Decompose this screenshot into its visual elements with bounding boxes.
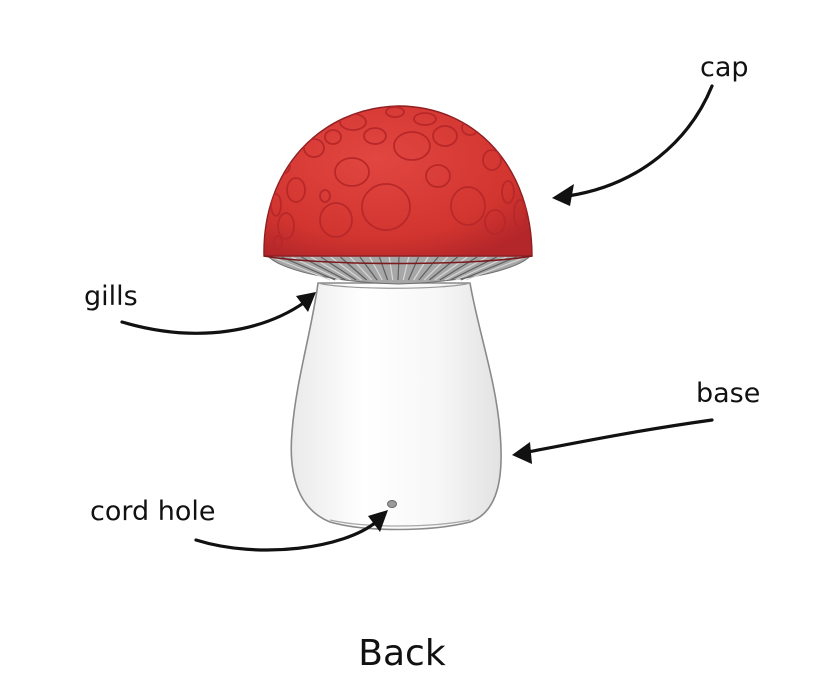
cap-spot (501, 180, 515, 204)
gill-line (339, 256, 368, 281)
cap-spot (273, 235, 283, 249)
cap-spots (270, 106, 527, 249)
gill-line (388, 256, 394, 281)
label-base: base (696, 378, 760, 409)
gill-line (397, 256, 400, 281)
base-bottom-rim (329, 519, 471, 527)
gill-line (330, 256, 362, 281)
mushroom-cap (263, 105, 533, 265)
gill-line (402, 256, 410, 281)
gill-line (281, 256, 336, 281)
gill-line (378, 256, 389, 281)
cap-spot (303, 138, 325, 158)
cap-spot (361, 183, 411, 231)
cap-spot (484, 209, 506, 235)
label-cord-hole: cord hole (90, 496, 215, 527)
gill-line (439, 256, 478, 281)
gill-line (418, 256, 439, 281)
cap-spot (334, 157, 370, 187)
cap-rim (263, 255, 533, 265)
base-top-rim (317, 282, 471, 289)
gill-line (429, 256, 458, 281)
cap-spot (432, 125, 458, 147)
cap-spot (450, 186, 486, 226)
cap-spot (277, 212, 295, 240)
gill-line (369, 256, 383, 281)
cap-spot (319, 189, 331, 203)
arrow-cord-hole (194, 510, 388, 552)
cap-spot (513, 199, 527, 229)
gill-line (271, 256, 331, 281)
cap-spot (319, 202, 353, 238)
gill-line (349, 256, 373, 281)
cap-spot (393, 131, 431, 161)
gill-line (423, 256, 449, 281)
view-title: Back (358, 633, 446, 674)
mushroom-base (290, 282, 502, 531)
gill-line (407, 256, 420, 281)
gill-line (460, 256, 517, 281)
base-body (290, 282, 502, 531)
arrow-base (512, 418, 714, 464)
gill-line (434, 256, 468, 281)
cap-spot (270, 193, 282, 217)
gill-line (320, 256, 357, 281)
cap-spot (324, 129, 342, 145)
cap-spot (413, 112, 437, 126)
cap-spot (363, 127, 387, 145)
arrow-gills (120, 292, 316, 335)
cap-spot (425, 164, 451, 188)
gill-line (359, 256, 378, 281)
gill-line (413, 256, 429, 281)
gill-line (465, 256, 527, 281)
cap-spot (286, 177, 306, 203)
label-gills: gills (84, 281, 138, 312)
arrow-cap (552, 84, 714, 206)
label-cap: cap (700, 52, 749, 83)
cord-hole (387, 500, 397, 508)
cap-spot (482, 149, 502, 171)
cap-spot (385, 106, 405, 118)
